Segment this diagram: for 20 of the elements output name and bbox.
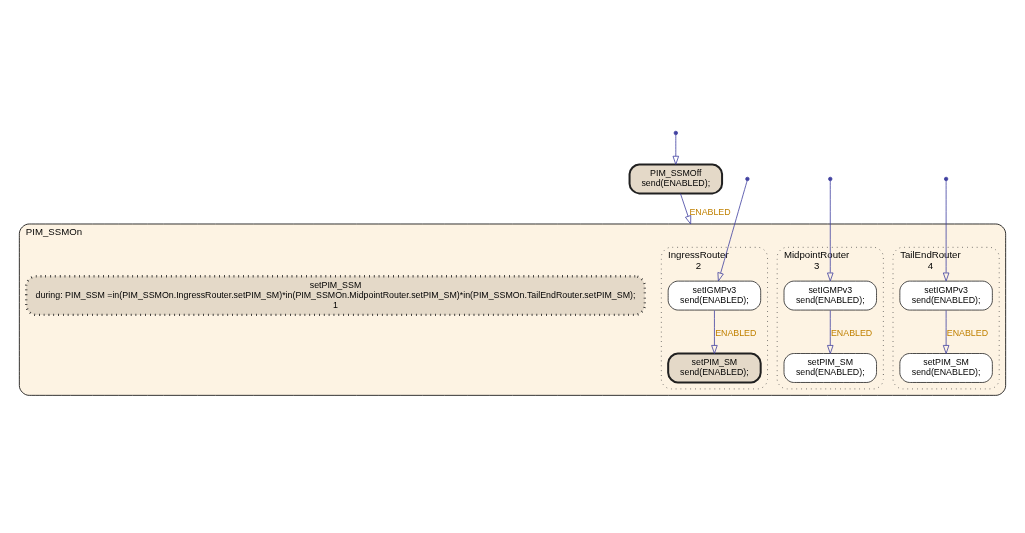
node-box: setIGMPv3 send(ENABLED); <box>667 280 762 311</box>
node-box: setPIM_SSM during: PIM_SSM =in(PIM_SSMOn.IngressRouter.setPIM_SM)*in(PIM_SSMOn.MidpointRouter.setPIM_SM)*in(PIM_SSMOn.TailEndRouter.setPIM_SM); 1 <box>25 275 647 317</box>
node-box: PIM_SSMOff send(ENABLED); <box>628 163 724 195</box>
node-box: setIGMPv3 send(ENABLED); <box>783 280 877 311</box>
edge-label: ENABLED <box>715 328 757 339</box>
edge-label: ENABLED <box>946 328 989 339</box>
node-box: setIGMPv3 send(ENABLED); <box>899 280 993 311</box>
node-box: setPIM_SM send(ENABLED); <box>667 352 762 384</box>
edge-label: ENABLED <box>830 328 873 339</box>
arrow <box>827 310 834 354</box>
arrow <box>942 310 950 354</box>
edge-label: ENABLED <box>689 206 731 217</box>
arrow <box>680 193 692 225</box>
node-box: setPIM_SM send(ENABLED); <box>783 353 877 383</box>
arrow <box>672 134 680 165</box>
arrow <box>827 180 834 282</box>
arrow <box>717 180 748 282</box>
node-box: setPIM_SM send(ENABLED); <box>899 353 993 383</box>
arrow <box>711 310 718 354</box>
arrow <box>942 180 950 282</box>
